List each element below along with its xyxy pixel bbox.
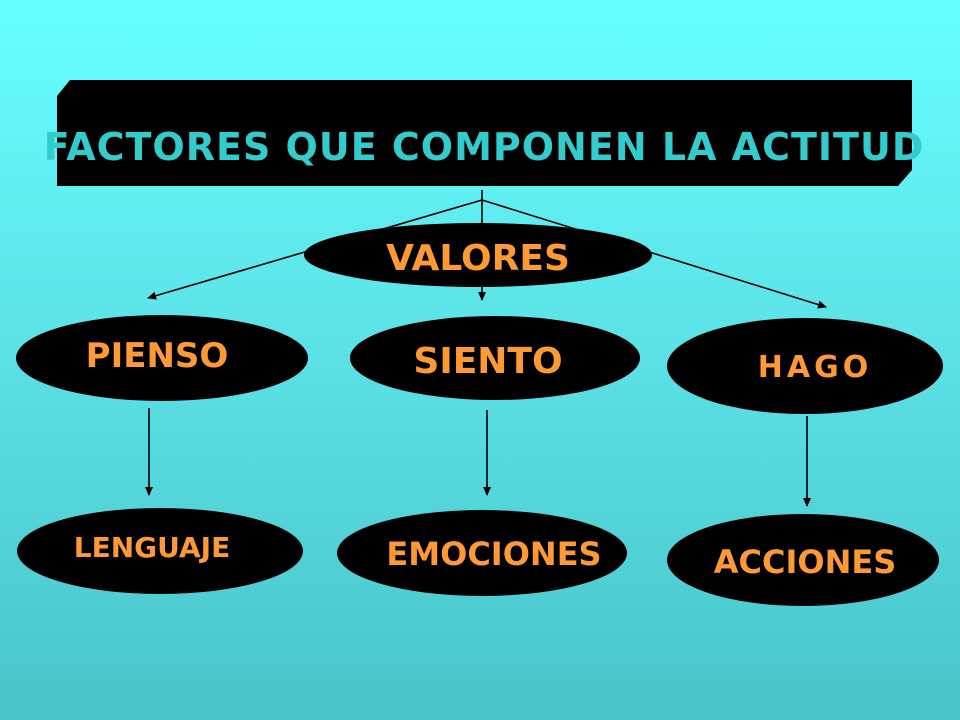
arrow-to-hago [481,199,827,309]
hago-label: HAGO [758,350,872,385]
siento-ellipse [350,316,640,400]
title-text: FACTORES QUE COMPONEN LA ACTITUD [44,125,925,169]
node-pienso: PIENSO [16,315,308,401]
node-hago: HAGO [667,318,943,414]
emociones-label: EMOCIONES [386,535,601,573]
title-banner: FACTORES QUE COMPONEN LA ACTITUD [44,80,925,186]
node-emociones: EMOCIONES [337,510,627,596]
emociones-ellipse [337,510,627,596]
siento-label: SIENTO [413,341,562,382]
valores-label: VALORES [386,238,570,279]
hago-ellipse [667,318,943,414]
pienso-ellipse [16,315,308,401]
pienso-label: PIENSO [86,336,229,376]
title-box [57,80,912,186]
lenguaje-label: LENGUAJE [74,531,230,564]
node-valores: VALORES [304,223,652,287]
acciones-ellipse [667,514,939,606]
lenguaje-ellipse [17,508,303,594]
acciones-label: ACCIONES [714,543,897,581]
node-siento: SIENTO [350,316,640,400]
node-acciones: ACCIONES [667,514,939,606]
node-lenguaje: LENGUAJE [17,508,303,594]
valores-ellipse [304,223,652,287]
